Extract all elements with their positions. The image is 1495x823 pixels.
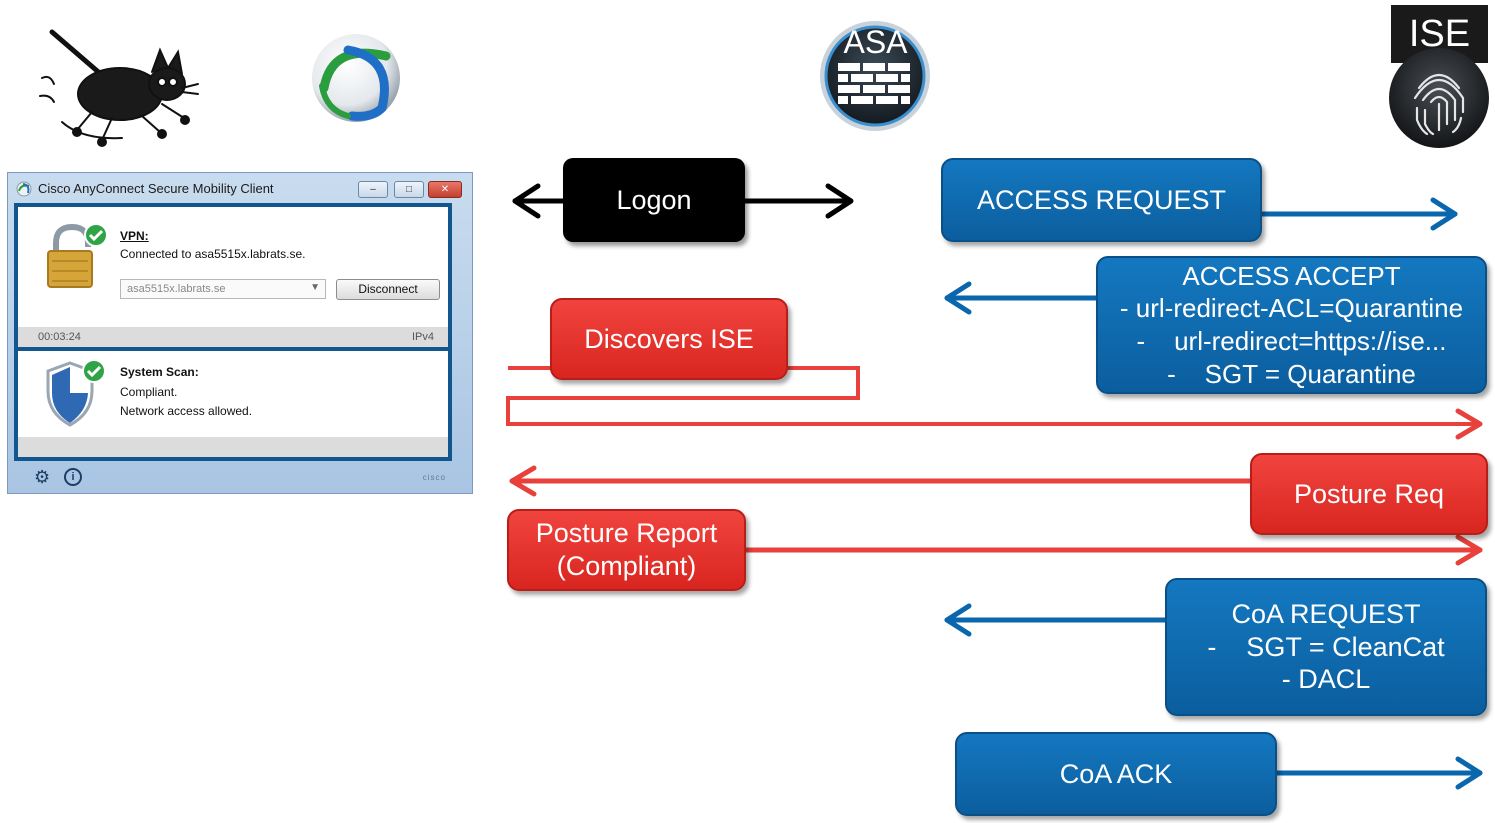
server-select-value: asa5515x.labrats.se <box>127 283 226 295</box>
coa-request-line-3: - DACL <box>1281 664 1371 695</box>
chevron-down-icon: ▼ <box>310 282 320 293</box>
window-title: Cisco AnyConnect Secure Mobility Client <box>38 181 274 196</box>
maximize-button[interactable]: □ <box>394 181 424 198</box>
window-bottom-bar: ⚙ i cisco <box>8 461 472 493</box>
posture-report-line-1: Posture Report <box>535 518 718 549</box>
posture-req-message: Posture Req <box>1250 453 1488 535</box>
ise-label: ISE <box>1408 12 1471 55</box>
access-accept-line-3: - url-redirect=https://ise... <box>1136 326 1447 356</box>
shield-icon <box>46 359 106 427</box>
access-request-arrow <box>1259 197 1458 231</box>
coa-request-arrow <box>944 603 1171 637</box>
vpn-heading: VPN: <box>120 229 149 243</box>
connection-timer: 00:03:24 <box>38 331 81 343</box>
access-accept-line-1: ACCESS ACCEPT <box>1182 260 1401 291</box>
posture-report-line-2: (Compliant) <box>556 551 697 581</box>
info-icon[interactable]: i <box>64 468 82 486</box>
access-request-label: ACCESS REQUEST <box>976 184 1227 215</box>
posture-report-arrow <box>742 534 1483 566</box>
posture-report-message: Posture Report (Compliant) <box>507 509 746 591</box>
minimize-button[interactable]: – <box>358 181 388 198</box>
discovers-ise-message: Discovers ISE <box>550 298 788 380</box>
logon-message: Logon <box>563 158 745 242</box>
anyconnect-small-icon <box>16 181 32 197</box>
vpn-status-bar: 00:03:24 IPv4 <box>18 327 448 347</box>
access-accept-arrow <box>944 281 1101 315</box>
server-select[interactable]: asa5515x.labrats.se ▼ <box>120 279 326 299</box>
coa-ack-arrow <box>1273 756 1483 790</box>
anyconnect-window: Cisco AnyConnect Secure Mobility Client … <box>7 172 473 494</box>
anyconnect-globe-icon <box>312 34 400 122</box>
cisco-brand: cisco <box>422 473 446 482</box>
scan-heading: System Scan: <box>120 365 199 379</box>
ip-version: IPv4 <box>411 331 434 343</box>
coa-request-line-2: - SGT = CleanCat <box>1207 631 1445 662</box>
scan-status-bar <box>18 437 448 457</box>
logon-label: Logon <box>616 184 692 215</box>
cat-logo-icon <box>39 29 199 147</box>
posture-req-arrow <box>509 465 1255 497</box>
disconnect-button[interactable]: Disconnect <box>336 279 440 300</box>
padlock-icon <box>47 223 108 288</box>
close-button[interactable]: ✕ <box>428 181 462 198</box>
access-accept-message: ACCESS ACCEPT - url-redirect-ACL=Quarant… <box>1096 256 1487 394</box>
coa-ack-message: CoA ACK <box>955 732 1277 816</box>
ise-fingerprint-icon <box>1389 48 1489 148</box>
discovery-loop-arrow <box>506 366 1483 440</box>
scan-detail: Network access allowed. <box>120 404 253 418</box>
window-titlebar[interactable]: Cisco AnyConnect Secure Mobility Client … <box>8 173 472 203</box>
access-accept-line-4: - SGT = Quarantine <box>1167 358 1416 389</box>
system-scan-panel: System Scan: Compliant. Network access a… <box>18 351 448 437</box>
asa-node: ASA <box>818 18 933 133</box>
asa-firewall-icon <box>820 21 930 131</box>
posture-req-label: Posture Req <box>1293 478 1445 509</box>
window-client-area: VPN: Connected to asa5515x.labrats.se. a… <box>14 203 452 461</box>
access-accept-line-2: - url-redirect-ACL=Quarantine <box>1119 293 1464 324</box>
vpn-status: Connected to asa5515x.labrats.se. <box>120 247 306 261</box>
gear-icon[interactable]: ⚙ <box>34 467 51 487</box>
discovers-ise-label: Discovers ISE <box>584 323 754 354</box>
coa-ack-label: CoA ACK <box>1059 758 1173 789</box>
disconnect-label: Disconnect <box>358 282 418 296</box>
asa-label: ASA <box>843 24 908 60</box>
coa-request-line-1: CoA REQUEST <box>1231 598 1421 629</box>
coa-request-message: CoA REQUEST - SGT = CleanCat - DACL <box>1165 578 1487 716</box>
access-request-message: ACCESS REQUEST <box>941 158 1262 242</box>
scan-status: Compliant. <box>120 385 178 399</box>
vpn-panel: VPN: Connected to asa5515x.labrats.se. a… <box>18 207 448 327</box>
